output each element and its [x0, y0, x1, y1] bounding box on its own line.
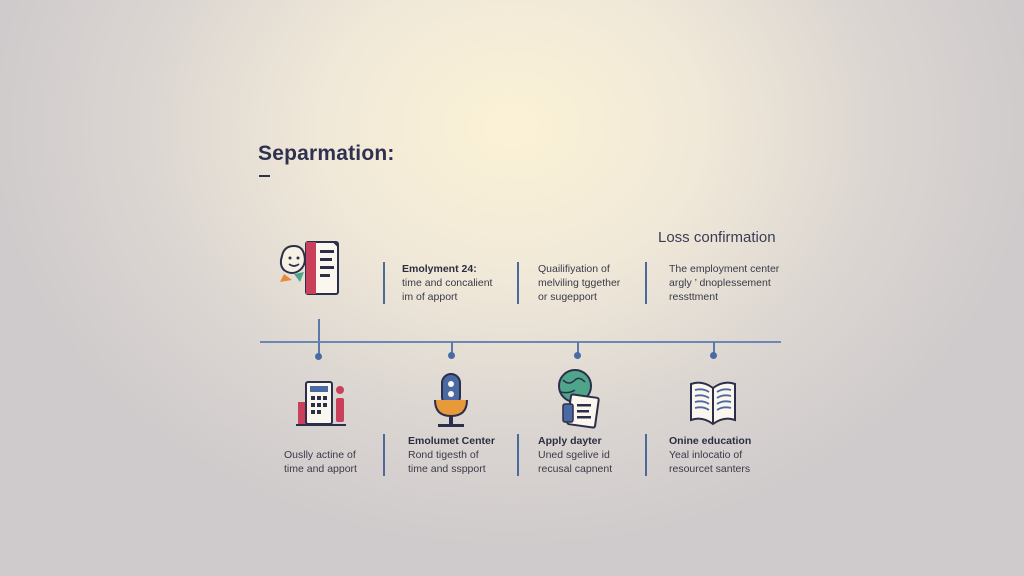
- timeline-axis: [260, 341, 781, 343]
- timeline-node: [710, 352, 717, 359]
- top-item-line: ressttment: [669, 291, 719, 303]
- top-item-employment-center: The employment center argly ’ dnoplessem…: [669, 262, 779, 304]
- bottom-item-title: Emolumet Center: [408, 435, 495, 447]
- bottom-item-1: Ouslly actine of time and apport: [284, 448, 357, 476]
- top-item-qualification: Quailifiyation of melviling tggether or …: [538, 262, 620, 304]
- bottom-item-line: Uned sgelive id: [538, 449, 610, 461]
- timeline-stem: [577, 342, 579, 354]
- timeline-stem: [318, 342, 320, 356]
- bottom-item-line: resourcet santers: [669, 463, 751, 475]
- bottom-item-line: Ouslly actine of: [284, 449, 356, 461]
- timeline-stem: [713, 342, 715, 354]
- bottom-item-3: Apply dayter Uned sgelive id recusal cap…: [538, 434, 612, 476]
- bottom-item-line: time and sspport: [408, 463, 486, 475]
- top-item-line: time and concalient: [402, 277, 493, 289]
- timeline-stem-top: [318, 319, 320, 342]
- top-separator-3: [645, 262, 647, 304]
- page-title: Separmation:: [258, 142, 395, 165]
- top-item-title: Quailifiyation of: [538, 263, 610, 275]
- bottom-separator-3: [645, 434, 647, 476]
- top-item-title: Emolyment 24:: [402, 263, 477, 275]
- top-item-line: argly ’ dnoplessement: [669, 277, 771, 289]
- top-separator-2: [517, 262, 519, 304]
- bottom-item-4: Onine education Yeal inlocatio of resour…: [669, 434, 751, 476]
- header-loss-confirmation: Loss confirmation: [658, 229, 776, 246]
- bottom-item-title: Onine education: [669, 435, 752, 447]
- bottom-separator-2: [517, 434, 519, 476]
- top-item-line: or sugepport: [538, 291, 597, 303]
- bottom-item-line: time and apport: [284, 463, 357, 475]
- top-item-line: melviling tggether: [538, 277, 621, 289]
- microphone-icon: [430, 372, 472, 435]
- profile-document-icon: [276, 238, 346, 303]
- timeline-node: [448, 352, 455, 359]
- top-item-employment: Emolyment 24: time and concalient im of …: [402, 262, 492, 304]
- timeline-node: [315, 353, 322, 360]
- top-item-line: im of apport: [402, 291, 458, 303]
- timeline-stem: [451, 342, 453, 354]
- globe-document-icon: [553, 368, 605, 435]
- open-book-icon: [689, 378, 737, 433]
- bottom-item-2: Emolumet Center Rond tigesth of time and…: [408, 434, 495, 476]
- bottom-separator-1: [383, 434, 385, 476]
- bottom-item-line: Rond tigesth of: [408, 449, 479, 461]
- bottom-item-line: recusal capnent: [538, 463, 613, 475]
- title-underline: [259, 175, 270, 177]
- top-separator-1: [383, 262, 385, 304]
- top-item-title: The employment center: [669, 263, 780, 275]
- timeline-node: [574, 352, 581, 359]
- bottom-item-line: Yeal inlocatio of: [669, 449, 743, 461]
- bottom-item-title: Apply dayter: [538, 435, 602, 447]
- calculator-document-icon: [296, 380, 348, 435]
